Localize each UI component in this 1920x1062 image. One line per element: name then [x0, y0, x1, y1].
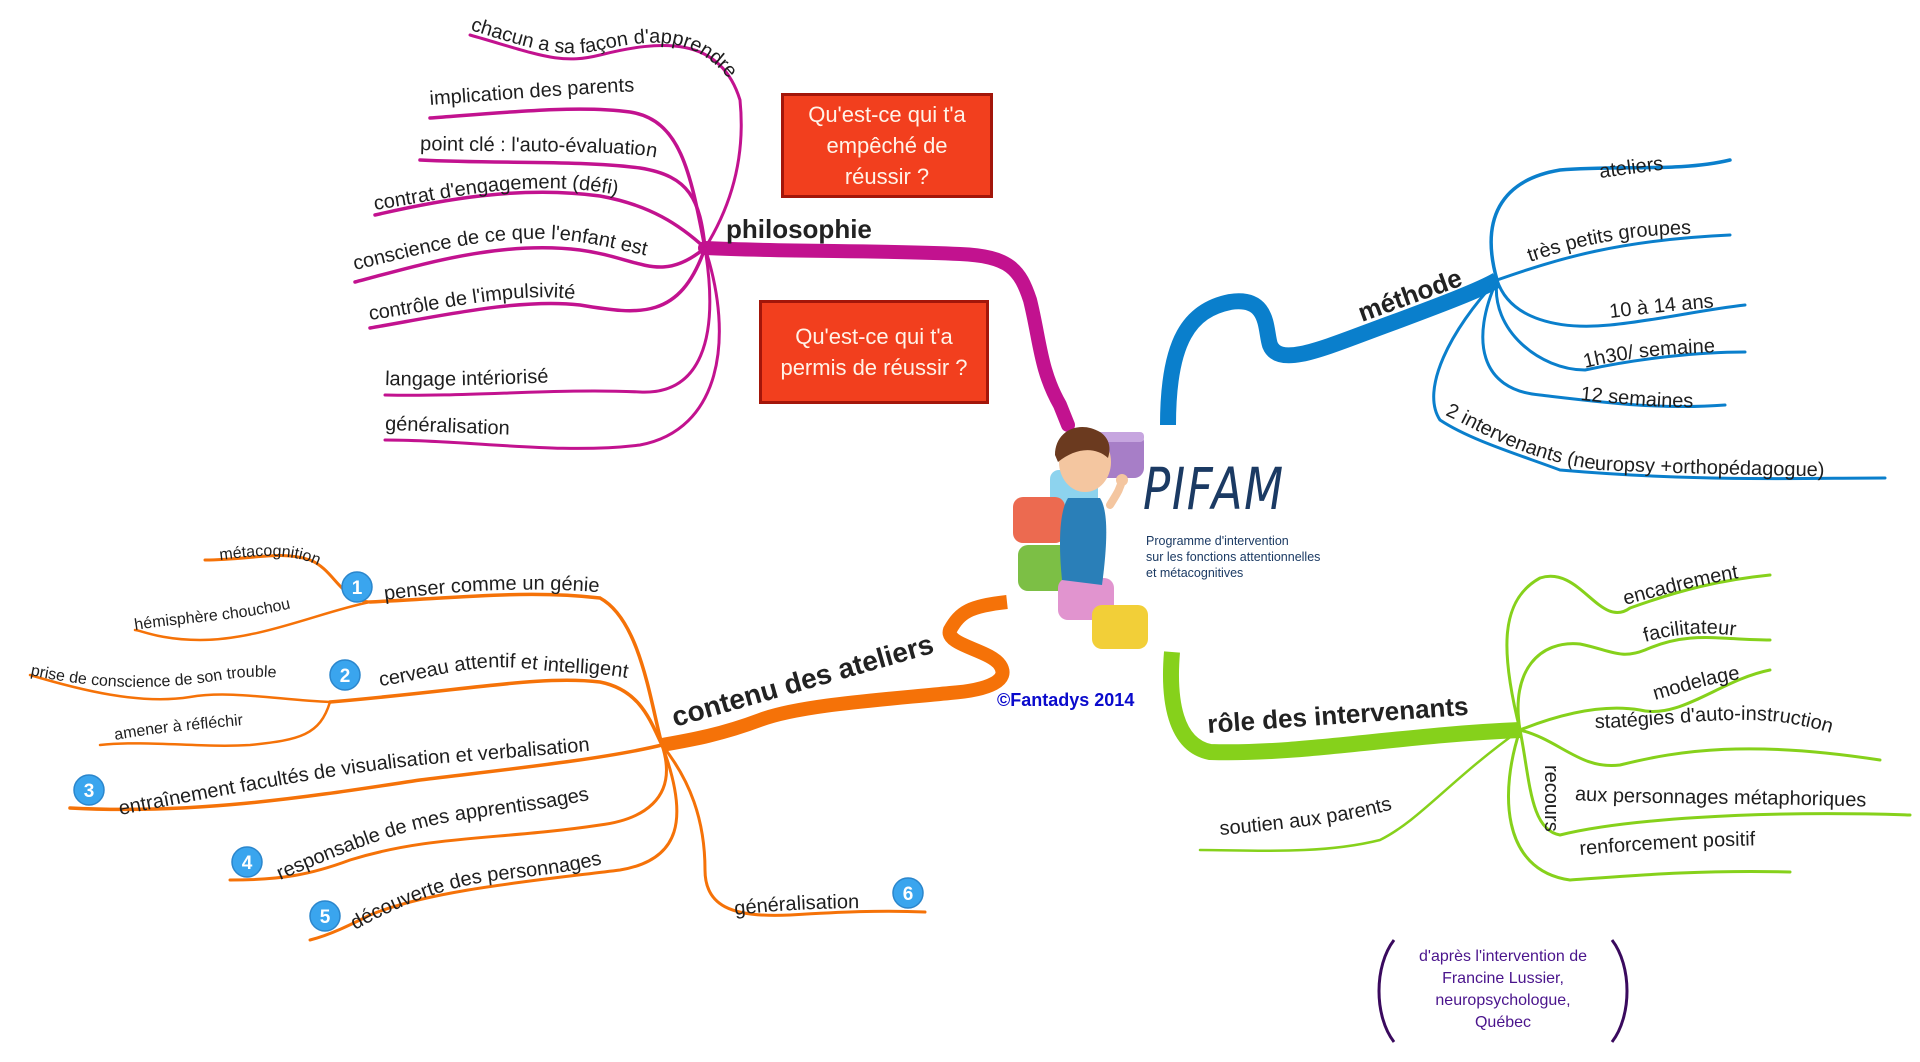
methode-item: 12 semaines [1580, 383, 1694, 412]
badge-3: 3 [73, 774, 105, 806]
methode-item: 2 intervenants (neuropsy +orthopédagogue… [1443, 399, 1825, 481]
credit-line: d'après l'intervention de [1419, 948, 1587, 965]
main-branch-methode [1160, 273, 1502, 426]
branch-methode [1160, 158, 1887, 481]
philosophie-items: chacun a sa façon d'apprendre implicatio… [351, 14, 742, 440]
contenu-subitem: hémisphère chouchou [133, 596, 292, 634]
credit-note: d'après l'intervention de Francine Lussi… [1372, 936, 1634, 1046]
main-branch-contenu [660, 595, 1010, 752]
philosophie-item: contrat d'engagement (défi) [372, 171, 620, 215]
main-branch-philosophie [698, 241, 1075, 432]
badge-5: 5 [309, 900, 341, 932]
credit-line: Francine Lussier, [1442, 970, 1564, 987]
role-item: facilitateur [1641, 616, 1738, 646]
philosophie-item: généralisation [385, 413, 510, 440]
philosophie-item: langage intériorisé [385, 366, 549, 391]
branch-role [1162, 573, 1912, 882]
role-recours-label: recours [1540, 765, 1562, 832]
number-badges: 1 2 3 4 5 6 [73, 571, 924, 932]
svg-text:2: 2 [340, 666, 351, 687]
badge-6: 6 [892, 877, 924, 909]
contenu-subitem: métacognition [218, 543, 323, 569]
methode-item: 1h30/ semaine [1581, 335, 1715, 372]
block-yellow [1092, 605, 1148, 649]
svg-text:1: 1 [352, 578, 363, 599]
methode-item: ateliers [1598, 153, 1665, 183]
contenu-subitem: prise de conscience de son trouble [29, 662, 277, 691]
branch-label-philosophie: philosophie [726, 214, 872, 244]
role-item: aux personnages métaphoriques [1575, 783, 1867, 811]
branch-contenu [28, 554, 1010, 942]
methode-items: ateliers très petits groupes 10 à 14 ans… [1443, 153, 1825, 482]
center-illustration [1013, 426, 1148, 649]
badge-1: 1 [341, 571, 373, 603]
svg-text:5: 5 [320, 907, 331, 928]
role-item: encadrement [1621, 561, 1740, 609]
logo-subtitle-line: Programme d'intervention [1146, 534, 1289, 548]
credit-line: neuropsychologue, [1435, 992, 1571, 1009]
methode-item: très petits groupes [1525, 217, 1692, 267]
question-box-empeche: Qu'est-ce qui t'a empêché de réussir ? [781, 93, 993, 198]
branch-philosophie [353, 33, 1075, 450]
logo-title: PIFAM [1143, 455, 1285, 523]
main-branch-role [1162, 651, 1521, 761]
logo-subtitle-line: sur les fonctions attentionnelles [1146, 550, 1321, 564]
contenu-item: penser comme un génie [383, 573, 601, 605]
svg-text:6: 6 [903, 884, 914, 905]
boy-hair [1055, 426, 1110, 462]
parentheses [1377, 939, 1629, 1043]
contenu-subitem: amener à réfléchir [113, 712, 245, 744]
badge-4: 4 [231, 846, 263, 878]
philosophie-item: implication des parents [429, 75, 635, 110]
copyright-text: ©Fantadys 2014 [997, 690, 1135, 710]
contenu-items: penser comme un génie cerveau attentif e… [117, 573, 859, 935]
role-item: renforcement positif [1579, 828, 1756, 860]
badge-2: 2 [329, 659, 361, 691]
block-green [1018, 545, 1070, 591]
boy-shirt [1060, 498, 1107, 585]
philosophie-item: point clé : l'auto-évaluation [420, 133, 659, 162]
svg-text:3: 3 [84, 781, 95, 802]
svg-text:4: 4 [242, 853, 253, 874]
logo-subtitle: Programme d'intervention sur les fonctio… [1146, 533, 1320, 581]
contenu-subitems: métacognition hémisphère chouchou prise … [29, 543, 323, 744]
block-red [1013, 497, 1065, 543]
question-box-permis: Qu'est-ce qui t'a permis de réussir ? [759, 300, 989, 404]
role-item: soutien aux parents [1219, 793, 1394, 840]
credit-text: d'après l'intervention de Francine Lussi… [1392, 946, 1614, 1034]
branch-label-contenu: contenu des ateliers [668, 628, 937, 732]
logo-subtitle-line: et métacognitives [1146, 566, 1244, 580]
credit-line: Québec [1474, 1014, 1532, 1031]
contenu-item: découverte des personnages [347, 848, 604, 935]
